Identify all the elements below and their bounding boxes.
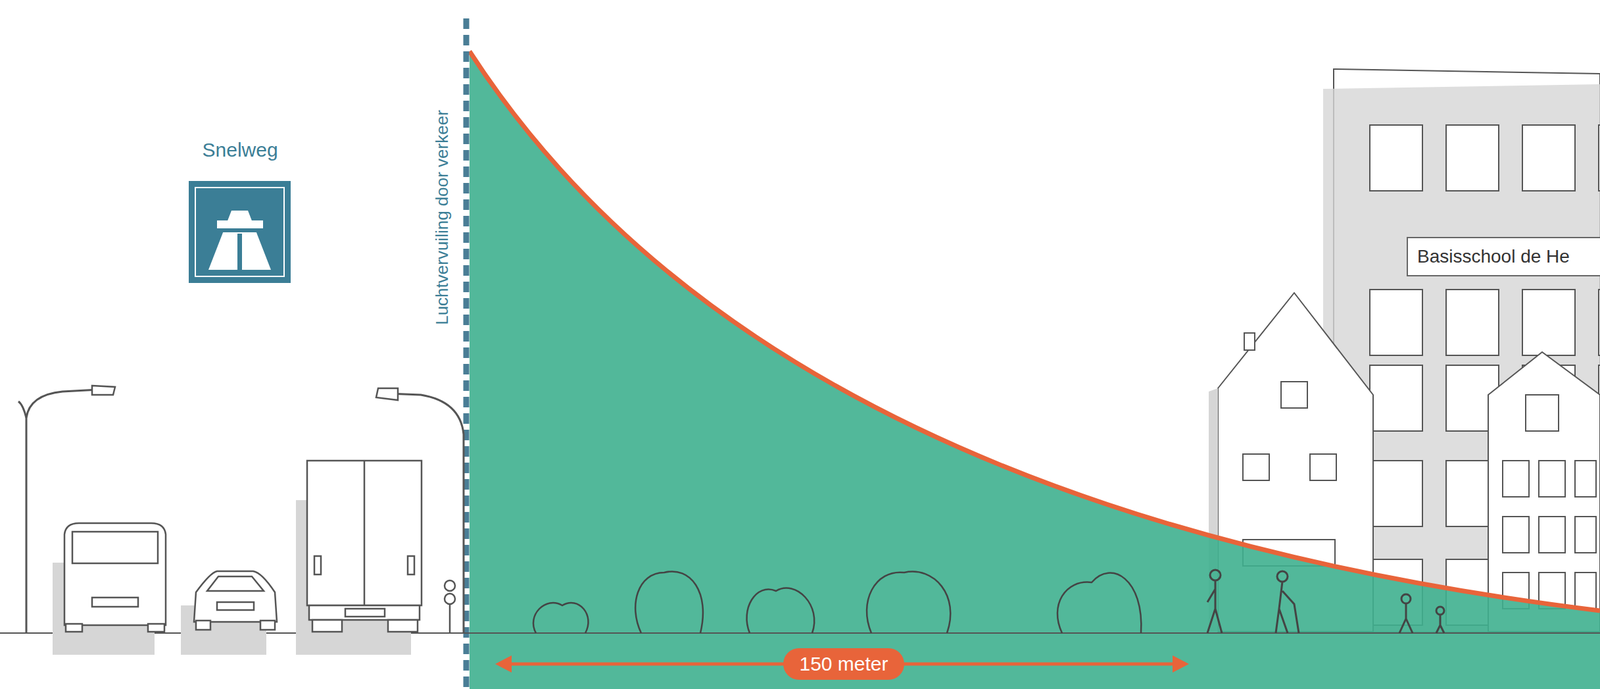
bush	[635, 570, 704, 633]
reflector-post	[444, 580, 456, 591]
buildings	[1208, 69, 1600, 632]
person	[1277, 570, 1288, 582]
sign-border	[195, 187, 285, 277]
reflector-post	[444, 593, 456, 604]
van-window	[72, 531, 158, 563]
street-light	[26, 389, 99, 633]
truck-light	[314, 555, 321, 575]
reflector-post	[449, 603, 452, 633]
window	[1369, 460, 1423, 527]
sign-plate	[188, 180, 291, 283]
car-window	[207, 576, 264, 591]
window	[1502, 516, 1529, 553]
child	[1436, 606, 1445, 615]
license-plate	[217, 601, 254, 610]
road-label: Snelweg	[202, 138, 279, 162]
sign-road	[208, 210, 271, 270]
window	[1522, 289, 1576, 356]
bush	[1057, 572, 1141, 633]
window	[1446, 289, 1499, 356]
wheel	[312, 619, 342, 632]
wheel	[195, 620, 211, 630]
window	[1522, 124, 1576, 191]
wheel	[387, 619, 418, 632]
wheel	[65, 623, 83, 632]
window	[1281, 381, 1308, 408]
window	[1538, 460, 1566, 497]
window	[1242, 453, 1270, 481]
bushes	[533, 570, 1141, 633]
bush	[533, 602, 589, 633]
lamp	[376, 387, 398, 400]
person	[1207, 580, 1222, 633]
truck	[307, 460, 422, 606]
window	[1538, 516, 1566, 553]
chimney	[1244, 332, 1255, 350]
house-right	[1488, 351, 1600, 632]
road	[18, 385, 464, 655]
window	[1309, 453, 1337, 481]
license-plate	[345, 608, 385, 617]
window	[1575, 572, 1597, 609]
node-text: 150 meter	[799, 652, 888, 675]
window	[1598, 124, 1600, 191]
window	[1369, 289, 1423, 356]
street-light	[387, 393, 464, 633]
people	[1207, 569, 1445, 633]
person	[1401, 593, 1411, 604]
window	[1446, 124, 1499, 191]
person-walker	[1275, 581, 1299, 633]
arrowhead	[495, 654, 512, 673]
wheel	[147, 623, 165, 632]
school-sign: Basisschool de He	[1406, 236, 1600, 277]
window	[1525, 394, 1559, 431]
pollution-area	[469, 51, 1600, 689]
window	[1502, 460, 1529, 497]
van	[64, 522, 166, 625]
car	[193, 570, 277, 622]
truck-door	[363, 460, 366, 606]
window	[1369, 124, 1423, 191]
window	[1598, 289, 1600, 356]
sign-bridge	[217, 220, 264, 229]
distance-pill: 150 meter	[783, 647, 905, 680]
person	[1399, 603, 1413, 633]
lamp	[92, 385, 116, 395]
window	[1575, 516, 1597, 553]
arrowhead	[1172, 654, 1189, 673]
sign-median	[237, 233, 243, 270]
node-text: Basisschool de He	[1417, 245, 1570, 267]
bush	[866, 571, 951, 633]
street-light	[18, 401, 27, 418]
license-plate	[92, 597, 139, 607]
person	[1210, 569, 1221, 581]
axis-label: Luchtvervuiling door verkeer	[431, 109, 452, 325]
bush	[747, 587, 815, 633]
window	[1369, 364, 1423, 431]
truck-light	[407, 555, 415, 575]
highway-sign	[188, 180, 291, 283]
child	[1436, 614, 1445, 633]
pollution-curve	[469, 51, 1600, 611]
truck-bumper	[309, 605, 420, 620]
sign-bridge-gap	[203, 228, 277, 233]
window	[1575, 460, 1597, 497]
wheel	[260, 620, 275, 630]
